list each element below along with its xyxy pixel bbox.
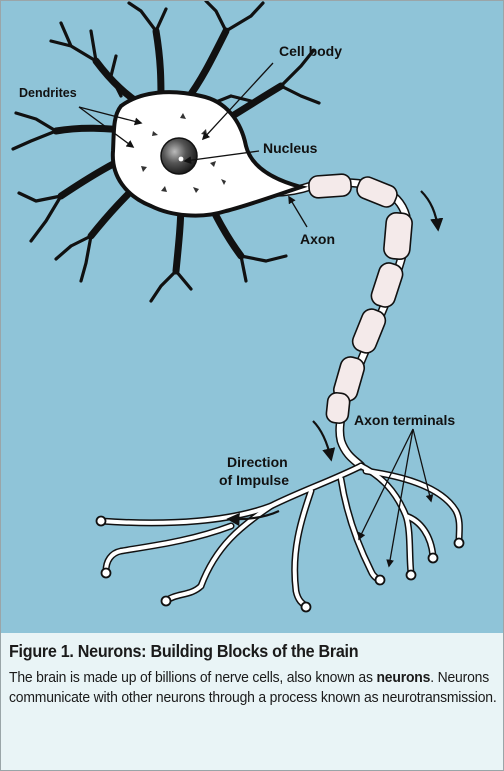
figure-caption: Figure 1. Neurons: Building Blocks of th… — [9, 641, 499, 708]
direction-label-line2: of Impulse — [219, 472, 289, 488]
caption-body-bold: neurons — [376, 669, 430, 686]
dendrites-label: Dendrites — [19, 85, 77, 101]
nucleus — [161, 138, 197, 174]
myelin-sheath — [308, 174, 413, 425]
nucleus-label: Nucleus — [263, 140, 317, 156]
axon-label: Axon — [300, 231, 335, 247]
caption-body-start: The brain is made up of billions of nerv… — [9, 669, 376, 686]
cell-body-label: Cell body — [279, 43, 342, 59]
caption-title: Figure 1. Neurons: Building Blocks of th… — [9, 641, 460, 662]
direction-label-line1: Direction — [227, 454, 288, 470]
caption-body: The brain is made up of billions of nerv… — [9, 668, 497, 708]
diagram-panel: Cell body Dendrites Nucleus Axon Axon te… — [1, 1, 503, 633]
axon-terminals-label: Axon terminals — [354, 412, 455, 428]
